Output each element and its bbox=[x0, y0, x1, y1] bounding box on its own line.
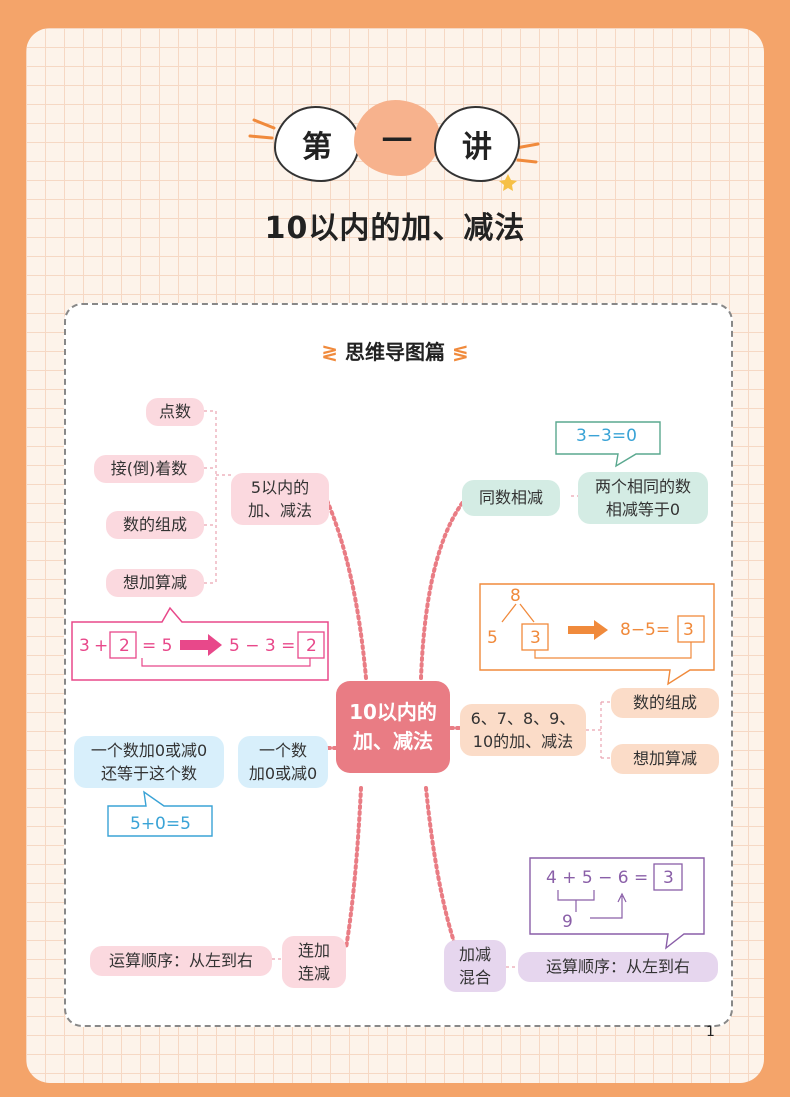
decomposition-box bbox=[479, 583, 715, 686]
center-topic: 10以内的 加、减法 bbox=[336, 681, 450, 773]
decomp-top: 8 bbox=[510, 586, 521, 606]
leaf-count-on: 接(倒)着数 bbox=[94, 455, 204, 483]
branch-add-zero: 一个数 加0或减0 bbox=[238, 736, 328, 788]
lecture-char-3: 讲 bbox=[434, 106, 520, 182]
decomp-left: 5 bbox=[487, 628, 498, 648]
within5-eq-op: + bbox=[94, 636, 109, 656]
arrow-right-icon-2 bbox=[568, 620, 608, 640]
section-subtitle: ≷ 思维导图篇 ≶ bbox=[26, 336, 764, 365]
within5-eq-box2: 2 bbox=[306, 636, 317, 656]
branch-mixed: 加减 混合 bbox=[444, 940, 506, 992]
mixed-answer: 3 bbox=[663, 868, 674, 888]
leaf-dot-count: 点数 bbox=[146, 398, 204, 426]
leaf-same-subtract: 两个相同的数 相减等于0 bbox=[578, 472, 708, 524]
within5-eq-a: 3 bbox=[79, 636, 90, 656]
right-spark-icon: ≶ bbox=[445, 340, 469, 364]
page-title: 10以内的加、减法 bbox=[264, 211, 526, 246]
page-number: 1 bbox=[706, 1024, 715, 1040]
arrow-right-icon bbox=[180, 634, 222, 656]
within5-equation-box bbox=[71, 606, 329, 681]
leaf-chain-order: 运算顺序：从左到右 bbox=[90, 946, 272, 976]
leaf-add-zero: 一个数加0或减0 还等于这个数 bbox=[74, 736, 224, 788]
leaf-mixed-order: 运算顺序：从左到右 bbox=[518, 952, 718, 982]
section-subtitle-text: 思维导图篇 bbox=[345, 340, 445, 364]
branch-6-to-10: 6、7、8、9、 10的加、减法 bbox=[460, 704, 586, 756]
mixed-intermediate: 9 bbox=[562, 912, 573, 932]
same-equation: 3−3=0 bbox=[576, 426, 637, 446]
left-spark-icon: ≷ bbox=[321, 340, 345, 364]
within5-eq-result: = 5 bbox=[142, 636, 173, 656]
mindmap-connectors bbox=[204, 410, 611, 968]
zero-equation-box bbox=[107, 790, 213, 837]
branch-chain: 连加 连减 bbox=[282, 936, 346, 988]
page-sheet: 第 一 讲 10以内的加、减法 ≷ 思维导图篇 ≶ 10以内的 加、减法 5以内… bbox=[26, 28, 764, 1083]
branch-same-subtract: 同数相减 bbox=[462, 480, 560, 516]
star-icon bbox=[499, 174, 517, 191]
leaf-composition: 数的组成 bbox=[106, 511, 204, 539]
leaf-think-add: 想加算减 bbox=[106, 569, 204, 597]
within5-eq-box: 2 bbox=[119, 636, 130, 656]
zero-equation: 5+0=5 bbox=[130, 814, 191, 834]
lecture-char-2: 一 bbox=[354, 100, 440, 176]
decomp-right: 3 bbox=[530, 628, 541, 648]
within5-eq-b: 5 − 3 = bbox=[229, 636, 296, 656]
branch-within-5: 5以内的 加、减法 bbox=[231, 473, 329, 525]
mixed-equation-box bbox=[529, 857, 705, 950]
leaf-6to10-think-add: 想加算减 bbox=[611, 744, 719, 774]
same-equation-box bbox=[555, 421, 661, 468]
decomp-equation: 8−5= bbox=[620, 620, 671, 640]
mixed-equation: 4 + 5 − 6 = bbox=[546, 868, 649, 888]
decomp-answer: 3 bbox=[683, 620, 694, 640]
leaf-6to10-composition: 数的组成 bbox=[611, 688, 719, 718]
